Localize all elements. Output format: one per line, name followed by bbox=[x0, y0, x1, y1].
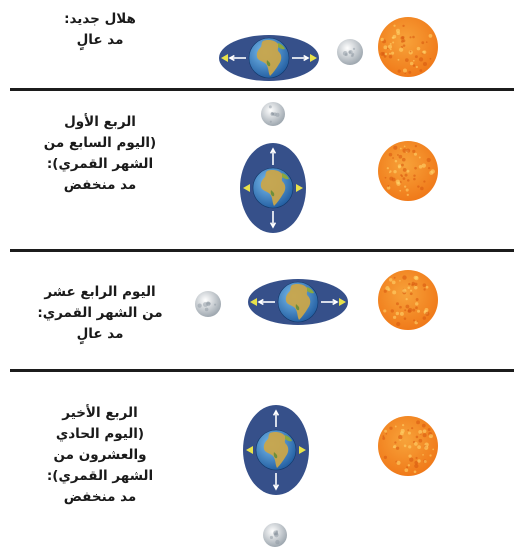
earth-system bbox=[248, 279, 348, 325]
label-line: من الشهر القمري: bbox=[37, 305, 163, 321]
earth-icon bbox=[255, 429, 297, 471]
label-line: الربع الأول bbox=[64, 114, 136, 130]
label-line: الشهر القمري): bbox=[46, 156, 154, 172]
divider bbox=[10, 369, 514, 372]
label-line: مد عالٍ bbox=[76, 32, 124, 48]
label-line: مد منخفض bbox=[63, 177, 137, 193]
diagram-last-quarter bbox=[243, 405, 438, 547]
sun-icon bbox=[378, 141, 438, 201]
label-first-quarter: الربع الأول (اليوم السابع من الشهر القمر… bbox=[25, 112, 175, 196]
sun-icon bbox=[378, 17, 438, 77]
label-line: هلال جديد: bbox=[64, 11, 136, 27]
label-line: الشهر القمري): bbox=[46, 468, 154, 484]
label-line: اليوم الرابع عشر bbox=[44, 284, 156, 300]
earth-system bbox=[240, 143, 306, 233]
earth-system bbox=[219, 35, 319, 81]
label-line: (اليوم الحادي bbox=[55, 426, 145, 442]
sun-icon bbox=[378, 270, 438, 330]
earth-icon bbox=[248, 37, 290, 79]
label-line: والعشرون من bbox=[53, 447, 147, 463]
moon-icon bbox=[261, 102, 285, 126]
earth-system bbox=[243, 405, 309, 495]
diagram-full-moon bbox=[195, 270, 438, 330]
label-last-quarter: الربع الأخير (اليوم الحادي والعشرون من ا… bbox=[25, 403, 175, 508]
divider bbox=[10, 88, 514, 91]
diagram-first-quarter bbox=[240, 102, 438, 233]
label-full-moon: اليوم الرابع عشر من الشهر القمري: مد عال… bbox=[25, 282, 175, 345]
label-line: مد منخفض bbox=[63, 489, 137, 505]
label-line: الربع الأخير bbox=[62, 405, 138, 421]
earth-icon bbox=[252, 167, 294, 209]
label-line: (اليوم السابع من bbox=[43, 135, 157, 151]
moon-icon bbox=[263, 523, 287, 547]
label-line: مد عالٍ bbox=[76, 326, 124, 342]
moon-icon bbox=[195, 291, 221, 317]
earth-icon bbox=[277, 281, 319, 323]
sun-icon bbox=[378, 416, 438, 476]
moon-icon bbox=[337, 39, 363, 65]
divider bbox=[10, 249, 514, 252]
label-new-moon: هلال جديد: مد عالٍ bbox=[25, 9, 175, 51]
diagram-new-moon bbox=[219, 17, 438, 81]
